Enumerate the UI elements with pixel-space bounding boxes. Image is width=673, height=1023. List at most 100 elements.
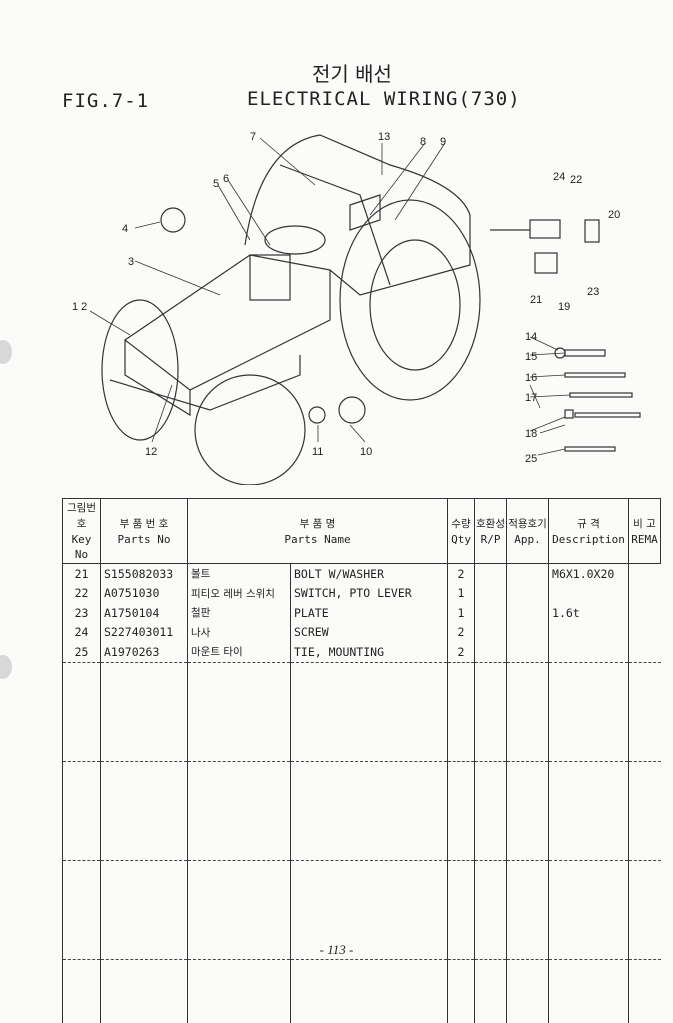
cell-empty (62, 959, 101, 1023)
cell-empty (474, 583, 507, 603)
cell-name-en: PLATE (289, 603, 448, 623)
cell-empty (187, 860, 291, 960)
cell-empty (447, 662, 475, 762)
callout-label: 1 2 (72, 301, 87, 313)
cell-empty (506, 761, 549, 861)
cell-empty (447, 761, 475, 861)
cell-empty (289, 959, 448, 1023)
callout-label: 15 (525, 351, 537, 363)
cell-qty: 2 (447, 563, 475, 584)
cell-empty (628, 563, 661, 584)
callout-label: 20 (608, 209, 620, 221)
cell-qty: 2 (447, 622, 475, 642)
callout-label: 22 (570, 174, 582, 186)
callout-label: 18 (525, 428, 537, 440)
cell-empty (506, 642, 549, 663)
cell-empty (506, 959, 549, 1023)
cell-empty (548, 662, 629, 762)
callout-label: 12 (145, 446, 157, 458)
cell-empty (62, 761, 101, 861)
title-korean: 전기 배선 (312, 62, 392, 86)
rear-tire (339, 199, 481, 401)
cell-qty: 2 (447, 642, 475, 663)
empty-row (62, 662, 661, 762)
callout-label: 17 (525, 392, 537, 404)
cell-name-en: BOLT W/WASHER (289, 563, 448, 584)
callout-label: 7 (250, 131, 256, 143)
callout-label: 6 (223, 173, 229, 185)
tractor-wiring-diagram: 1 2 3 4 5 6 7 8 9 10 11 12 13 14 15 16 1… (72, 131, 641, 485)
binder-hole (0, 655, 12, 679)
callout-label: 24 (553, 171, 565, 183)
cell-desc: M6X1.0X20 (548, 563, 629, 584)
cell-empty (474, 860, 507, 960)
callout-label: 16 (525, 372, 537, 384)
cell-empty (628, 761, 661, 861)
cell-empty (447, 860, 475, 960)
cell-part-no: S155082033 (100, 563, 188, 584)
callout-label: 10 (360, 446, 372, 458)
callout-label: 5 (213, 178, 219, 190)
callout-label: 11 (312, 446, 323, 458)
cell-part-no: S227403011 (100, 622, 188, 642)
cell-empty (100, 761, 188, 861)
cell-empty (187, 662, 291, 762)
cell-part-no: A0751030 (100, 583, 188, 603)
cell-empty (187, 761, 291, 861)
cell-empty (289, 860, 448, 960)
front-left-tire (101, 299, 179, 441)
cell-empty (100, 860, 188, 960)
cell-name-en: SCREW (289, 622, 448, 642)
cell-empty (548, 761, 629, 861)
cell-empty (474, 622, 507, 642)
title-english: ELECTRICAL WIRING(730) (247, 88, 521, 110)
cell-qty: 1 (447, 583, 475, 603)
cell-empty (447, 959, 475, 1023)
cell-empty (100, 959, 188, 1023)
cell-empty (506, 563, 549, 584)
cell-empty (506, 603, 549, 623)
callout-label: 3 (128, 256, 134, 268)
cell-empty (289, 761, 448, 861)
cell-empty (187, 959, 291, 1023)
cell-name-ko: 피티오 레버 스위치 (187, 583, 291, 603)
callout-label: 21 (530, 294, 542, 306)
cell-empty (548, 959, 629, 1023)
callout-label: 13 (378, 131, 390, 143)
cell-key: 23 (62, 603, 101, 623)
callout-label: 14 (525, 331, 537, 343)
cell-empty (62, 860, 101, 960)
cell-desc: 1.6t (548, 603, 629, 623)
cell-name-ko: 나사 (187, 622, 291, 642)
front-right-tire (194, 374, 306, 485)
cell-qty: 1 (447, 603, 475, 623)
cell-empty (628, 622, 661, 642)
empty-row (62, 860, 661, 960)
binder-hole (0, 340, 12, 364)
cell-name-en: SWITCH, PTO LEVER (289, 583, 448, 603)
cell-key: 24 (62, 622, 101, 642)
cell-empty (62, 662, 101, 762)
cell-empty (474, 959, 507, 1023)
page-number: - 113 - (319, 942, 354, 957)
cell-empty (628, 860, 661, 960)
cell-key: 25 (62, 642, 101, 663)
cell-name-ko: 볼트 (187, 563, 291, 584)
cell-empty (628, 959, 661, 1023)
empty-row (62, 959, 661, 1023)
cell-part-no: A1970263 (100, 642, 188, 663)
cell-empty (474, 662, 507, 762)
